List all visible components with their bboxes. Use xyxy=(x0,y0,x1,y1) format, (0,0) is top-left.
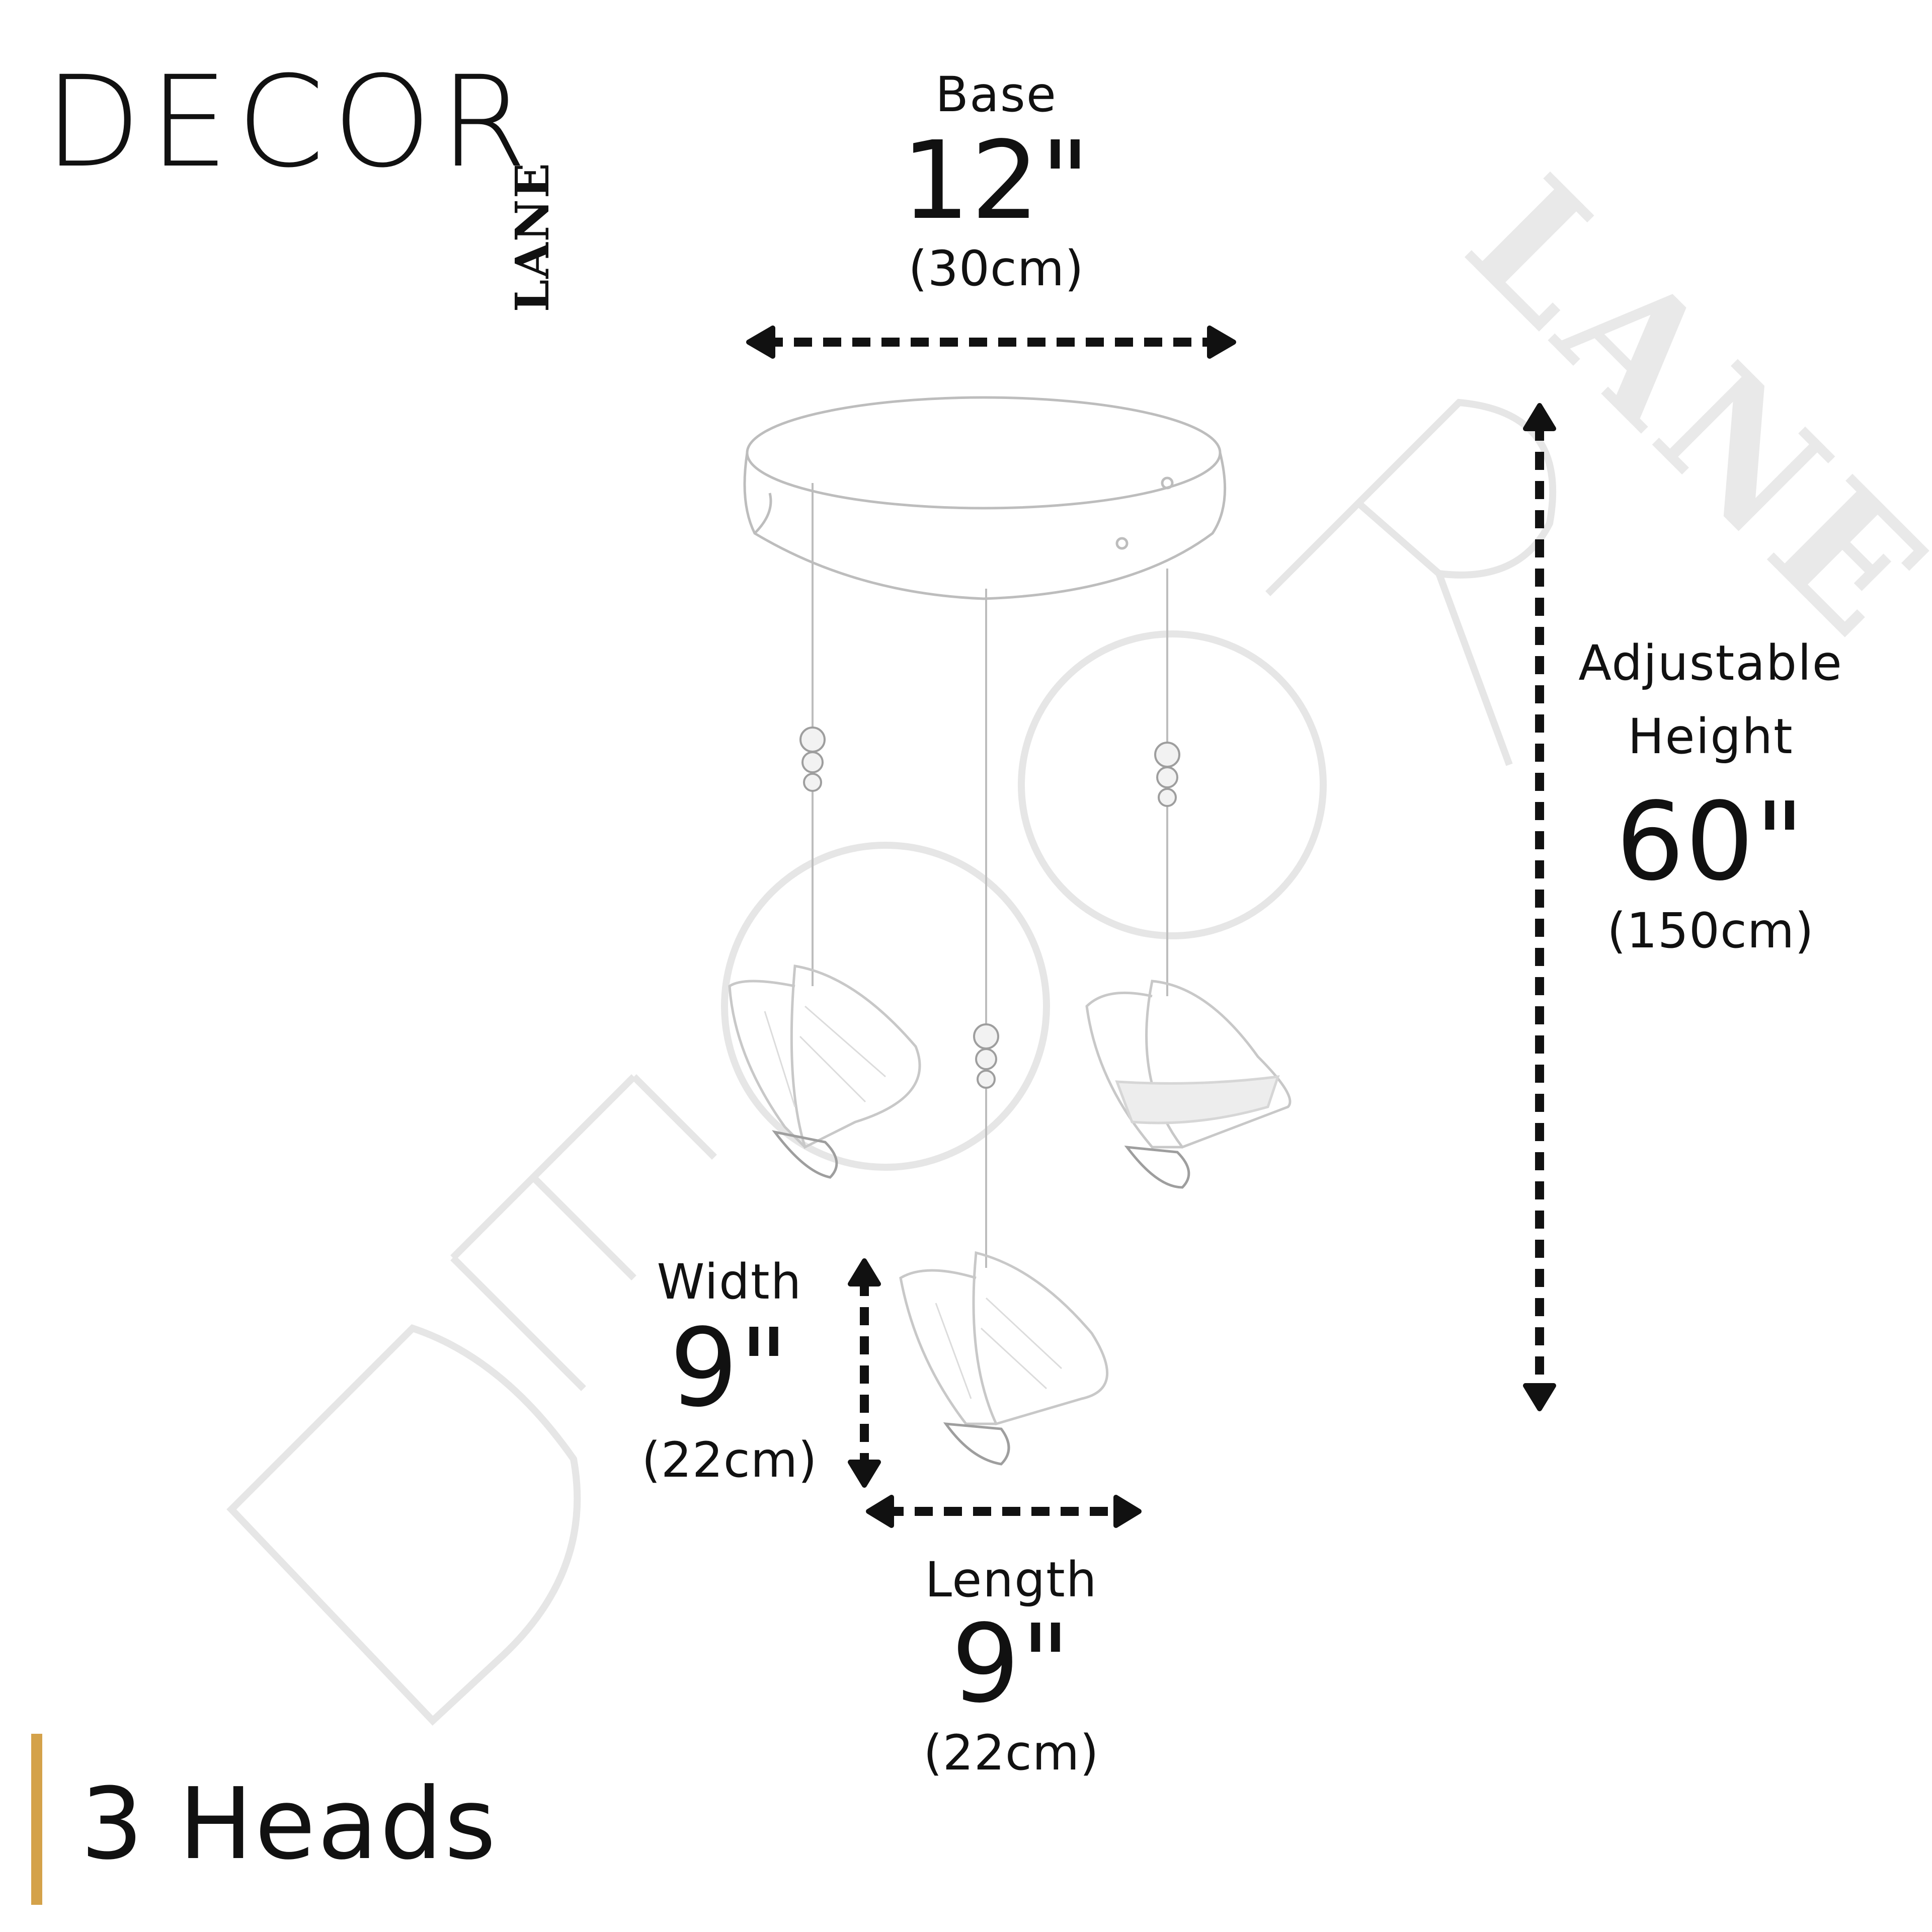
height-label-line1: Adjustable xyxy=(1578,635,1843,691)
width-label: Width xyxy=(657,1254,802,1310)
watermark-lane-text: LANE xyxy=(1431,141,1932,678)
width-top-arrowhead-icon xyxy=(848,1258,881,1286)
width-bottom-arrowhead-icon xyxy=(848,1460,881,1488)
base-left-arrowhead-icon xyxy=(746,326,775,359)
length-imperial: 9" xyxy=(951,1601,1072,1727)
height-top-arrowhead-icon xyxy=(1523,403,1556,431)
length-label: Length xyxy=(925,1552,1098,1608)
length-metric: (22cm) xyxy=(923,1725,1099,1781)
accent-bar xyxy=(31,1734,42,1905)
base-imperial: 12" xyxy=(901,118,1091,244)
brand-logo-sub-text: LANE xyxy=(505,162,559,312)
dimension-arrows xyxy=(765,338,1544,1516)
height-metric: (150cm) xyxy=(1607,903,1814,959)
heads-count-label: 3 Heads xyxy=(80,1767,498,1882)
length-left-arrowhead-icon xyxy=(866,1495,894,1528)
base-right-arrowhead-icon xyxy=(1207,326,1236,359)
butterfly-shade-right xyxy=(1085,980,1292,1189)
ceiling-canopy xyxy=(743,396,1227,600)
base-metric: (30cm) xyxy=(908,240,1084,297)
height-bottom-arrowhead-icon xyxy=(1523,1383,1556,1411)
bead-clusters xyxy=(799,727,1180,1089)
brand-logo-main: DECOR xyxy=(44,49,535,195)
height-label-line2: Height xyxy=(1628,708,1794,765)
width-imperial: 9" xyxy=(669,1306,790,1431)
base-label: Base xyxy=(935,66,1057,123)
pendant-cords xyxy=(812,483,1168,1268)
butterfly-shade-left xyxy=(728,964,921,1179)
butterfly-shade-center xyxy=(899,1251,1109,1466)
width-metric: (22cm) xyxy=(641,1432,818,1488)
length-right-arrowhead-icon xyxy=(1113,1495,1142,1528)
watermark-lane: LANE xyxy=(1431,141,1932,678)
brand-logo-sub: LANE xyxy=(505,162,625,312)
height-imperial: 60" xyxy=(1616,779,1806,905)
arrowheads xyxy=(746,326,1556,1528)
watermark-logo xyxy=(226,398,1557,1726)
